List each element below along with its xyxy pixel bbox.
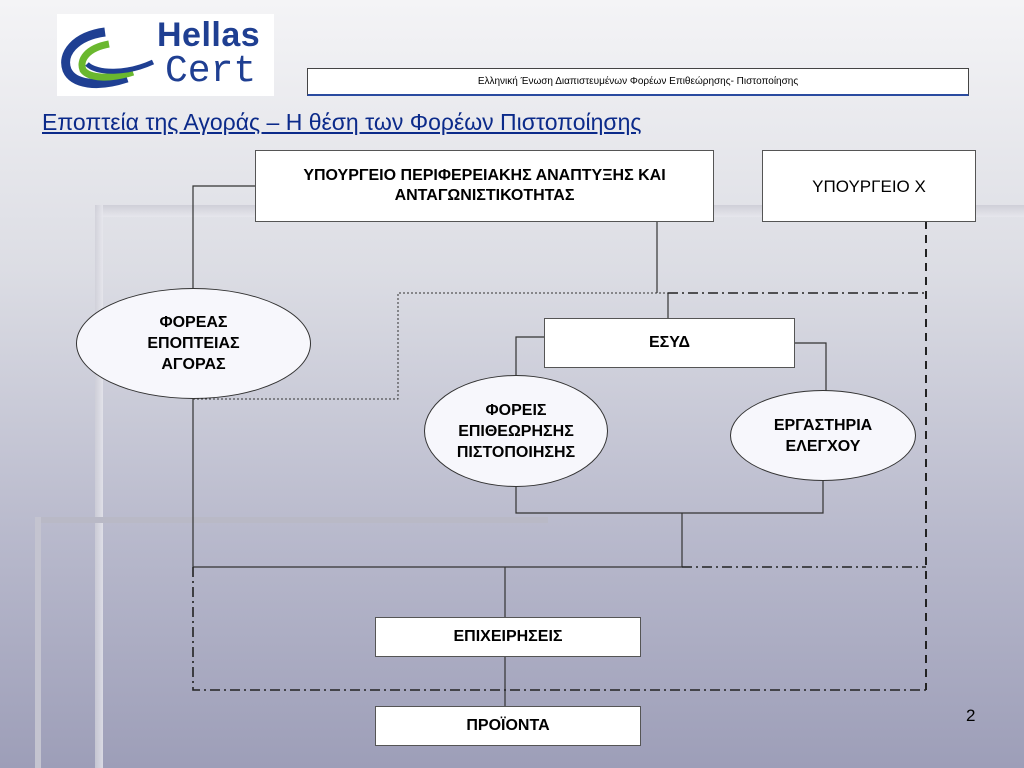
esyd-box: ΕΣΥΔ [544,318,795,368]
connector-line [192,185,255,295]
businesses-box: ΕΠΙΧΕΙΡΗΣΕΙΣ [375,617,641,657]
hellascert-logo: Hellas Cert [57,14,274,96]
background-bar [95,205,103,768]
test-labs-ellipse: ΕΡΓΑΣΤΗΡΙΑ ΕΛΕΓΧΟΥ [730,390,916,481]
connector-line [515,480,824,514]
logo-text: Cert [165,50,257,93]
background-bar [35,517,41,768]
ministry-x-box: ΥΠΟΥΡΓΕΙΟ Χ [762,150,976,222]
connector-line [515,336,544,384]
connector-dotted [193,292,668,400]
connector-line [794,342,827,393]
market-supervision-ellipse: ΦΟΡΕΑΣ ΕΠΟΠΤΕΙΑΣ ΑΓΟΡΑΣ [76,288,311,399]
connector-dashdot [192,567,926,691]
organization-header: Ελληνική Ένωση Διαπιστευμένων Φορέων Επι… [307,68,969,96]
page-number: 2 [966,706,976,725]
ministry-development-box: ΥΠΟΥΡΓΕΙΟ ΠΕΡΙΦΕΡΕΙΑΚΗΣ ΑΝΑΠΤΥΞΗΣ ΚΑΙ ΑΝ… [255,150,714,222]
swoosh-icon [61,27,155,88]
products-box: ΠΡΟΪΟΝΤΑ [375,706,641,746]
background-bar [35,517,548,523]
page-title: Εποπτεία της Αγοράς – Η θέση των Φορέων … [42,109,642,135]
inspection-bodies-ellipse: ΦΟΡΕΙΣ ΕΠΙΘΕΩΡΗΣΗΣ ΠΙΣΤΟΠΟΙΗΣΗΣ [424,375,608,487]
logo-text: Hellas [157,16,261,54]
